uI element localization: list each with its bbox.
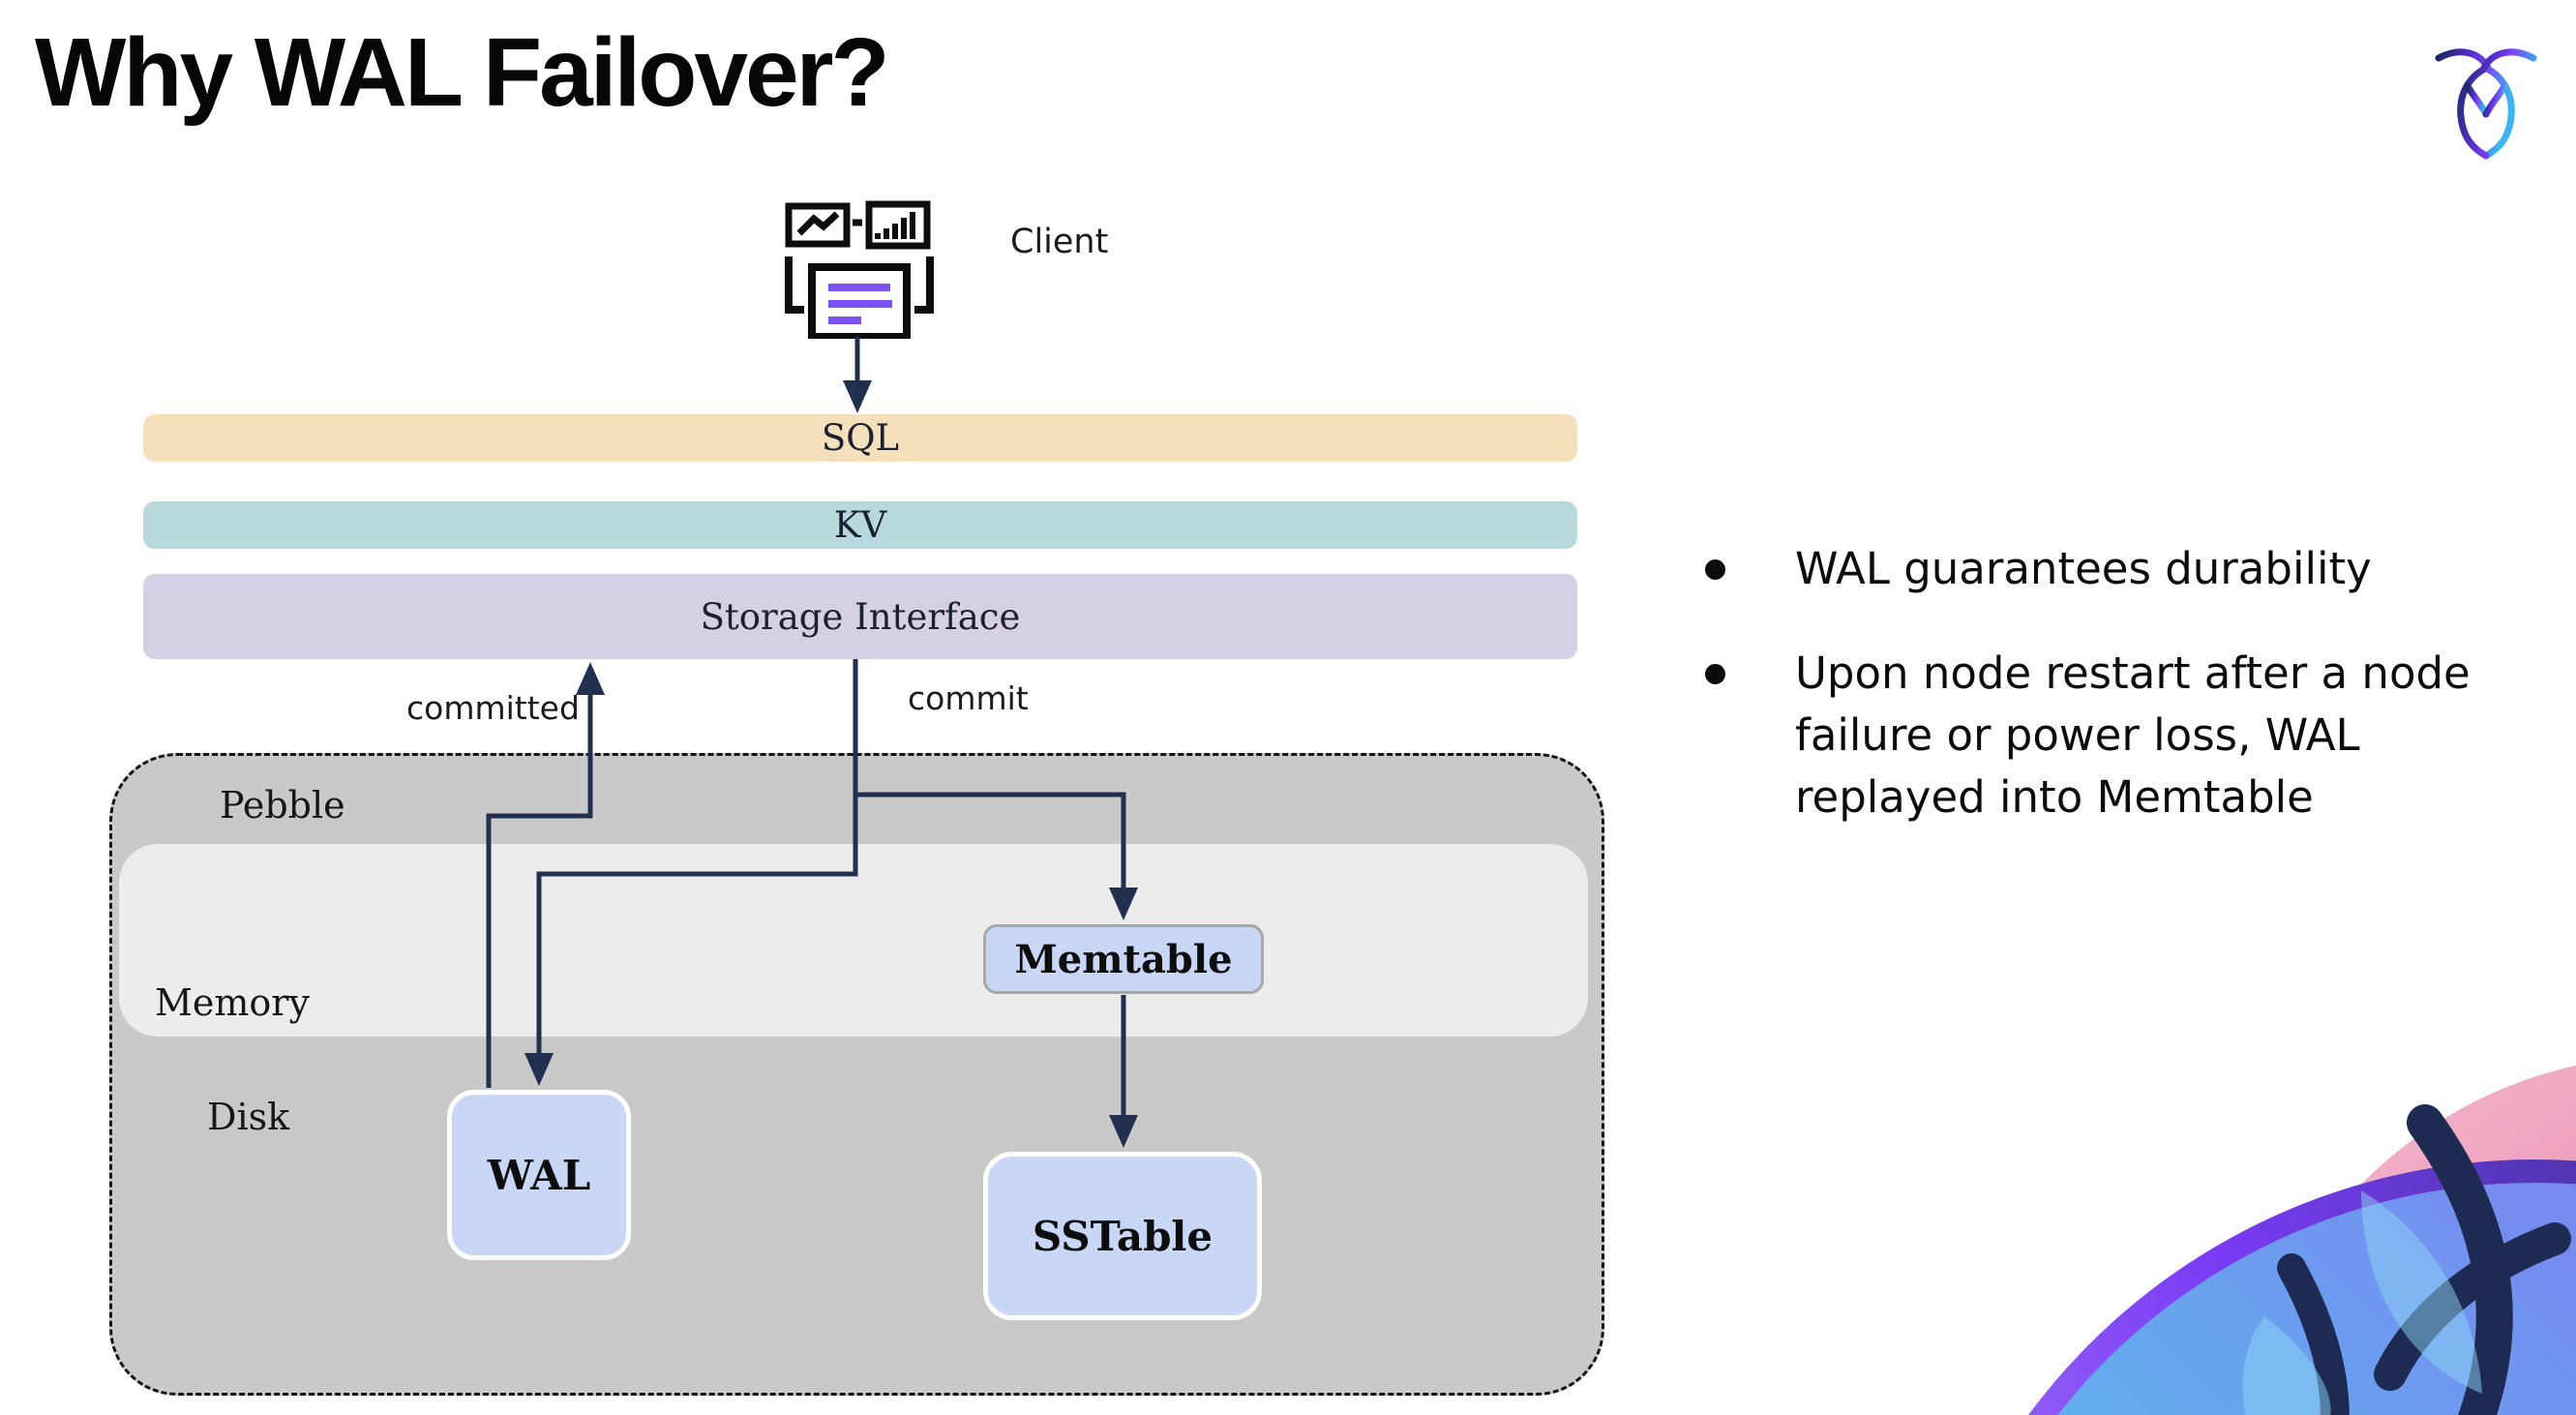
bullet-text: WAL guarantees durability [1795, 543, 2372, 594]
cockroachdb-logo-icon [2435, 48, 2537, 160]
edge-label-committed: committed [406, 689, 580, 727]
edge-label-commit: commit [908, 679, 1029, 717]
pebble-label: Pebble [220, 784, 345, 827]
arrowhead-sql [843, 380, 872, 413]
bullet-dot [1705, 559, 1725, 580]
bullet-item: Upon node restart after a node failure o… [1705, 643, 2557, 828]
bullet-item: WAL guarantees durability [1705, 538, 2557, 600]
layer-sql: SQL [143, 414, 1577, 462]
node-memtable-label: Memtable [1014, 936, 1233, 982]
client-icon [785, 200, 934, 339]
node-memtable: Memtable [983, 924, 1264, 994]
page-title: Why WAL Failover? [35, 18, 890, 127]
bullet-list: WAL guarantees durability Upon node rest… [1705, 538, 2557, 871]
memory-label: Memory [155, 981, 310, 1024]
logo-strokes [2435, 48, 2537, 160]
layer-kv: KV [143, 501, 1577, 549]
brand-graphic [2028, 1065, 2576, 1415]
node-wal-label: WAL [487, 1151, 591, 1199]
art-leaf-highlights [2242, 1190, 2482, 1415]
arrowhead-storage [576, 662, 605, 695]
node-sstable: SSTable [983, 1152, 1262, 1320]
document-text-lines [828, 284, 892, 324]
layer-storage-interface-label: Storage Interface [700, 595, 1021, 638]
client-label: Client [1010, 223, 1109, 261]
bullet-text: Upon node restart after a node failure o… [1795, 647, 2471, 823]
layer-sql-label: SQL [821, 417, 900, 459]
layer-storage-interface: Storage Interface [143, 574, 1577, 659]
memory-region [119, 844, 1588, 1037]
bullet-dot [1705, 664, 1725, 684]
line-chart-icon [785, 202, 851, 248]
node-sstable-label: SSTable [1032, 1212, 1213, 1260]
bar-chart-icon [865, 200, 931, 250]
node-wal: WAL [447, 1090, 631, 1260]
disk-label: Disk [207, 1096, 290, 1138]
layer-kv-label: KV [833, 504, 887, 546]
